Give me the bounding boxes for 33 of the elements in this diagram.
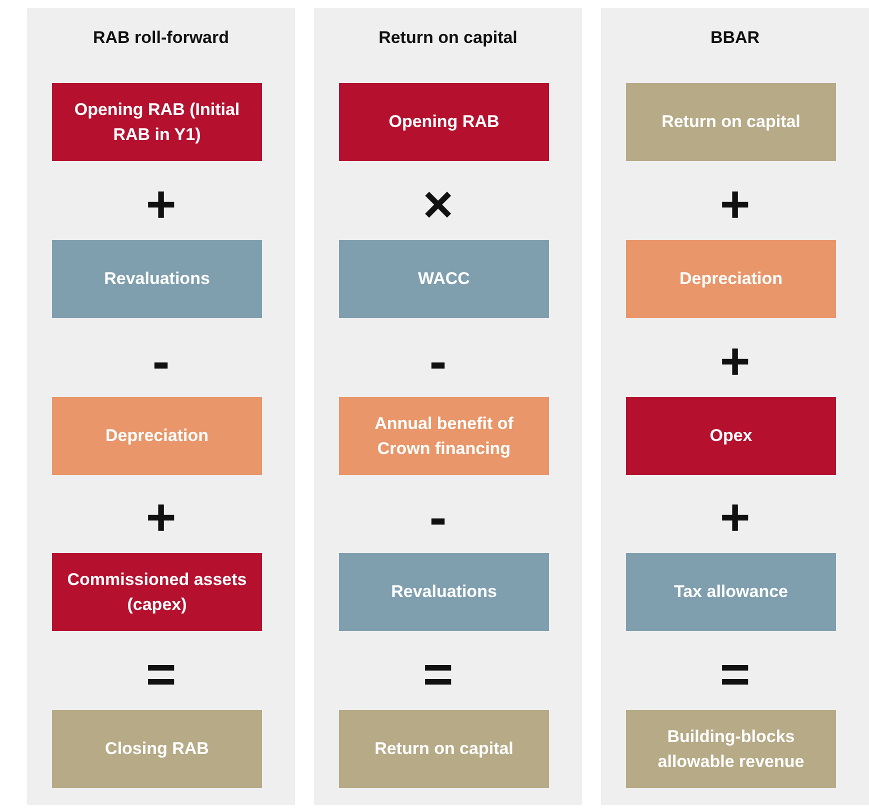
term-block: Return on capital bbox=[626, 83, 836, 161]
operator-sign: - bbox=[151, 336, 171, 388]
operator-sign: + bbox=[718, 492, 752, 544]
term-block: Return on capital bbox=[339, 710, 549, 788]
term-block: Closing RAB bbox=[52, 710, 262, 788]
term-block: Depreciation bbox=[626, 240, 836, 318]
term-block: Commissioned assets (capex) bbox=[52, 553, 262, 631]
operator-sign: - bbox=[428, 492, 448, 544]
operator-sign: + bbox=[144, 492, 178, 544]
column-panel bbox=[601, 8, 869, 805]
term-block: Depreciation bbox=[52, 397, 262, 475]
operator-sign: + bbox=[718, 336, 752, 388]
operator-sign: - bbox=[428, 336, 448, 388]
operator-sign: + bbox=[718, 179, 752, 231]
term-block: Revaluations bbox=[339, 553, 549, 631]
term-block: Opening RAB bbox=[339, 83, 549, 161]
operator-sign: = bbox=[718, 649, 752, 701]
term-block: Tax allowance bbox=[626, 553, 836, 631]
term-block: WACC bbox=[339, 240, 549, 318]
column-panel bbox=[314, 8, 582, 805]
column-heading: Return on capital bbox=[378, 28, 518, 48]
term-block: Building-blocks allowable revenue bbox=[626, 710, 836, 788]
column-heading: RAB roll-forward bbox=[92, 28, 230, 48]
term-block: Opex bbox=[626, 397, 836, 475]
term-block: Revaluations bbox=[52, 240, 262, 318]
column-heading: BBAR bbox=[709, 28, 761, 48]
operator-sign: × bbox=[422, 179, 454, 231]
operator-sign: = bbox=[422, 649, 454, 701]
operator-sign: = bbox=[144, 649, 178, 701]
column-panel bbox=[27, 8, 295, 805]
term-block: Annual benefit of Crown financing bbox=[339, 397, 549, 475]
term-block: Opening RAB (Initial RAB in Y1) bbox=[52, 83, 262, 161]
operator-sign: + bbox=[144, 179, 178, 231]
